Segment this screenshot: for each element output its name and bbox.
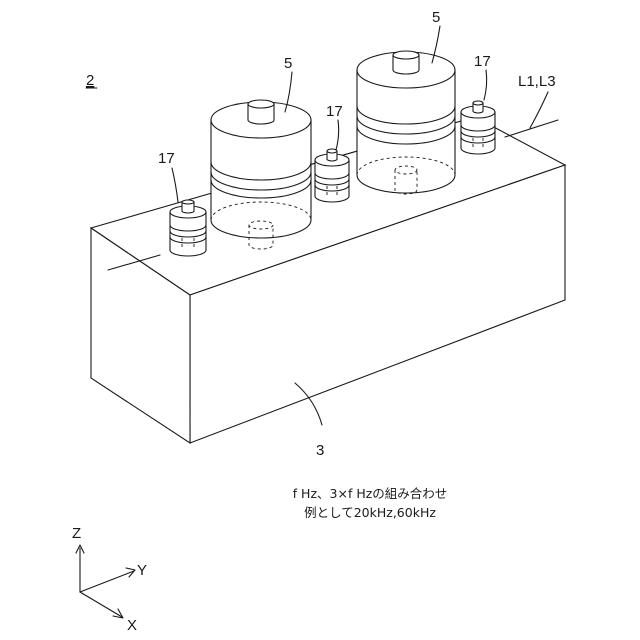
small-cylinder-knob-top [473,101,483,105]
label-l1-l3: L1,L3 [518,73,556,90]
label-17-left: 17 [158,150,175,167]
small-cylinder-body [170,212,206,256]
line-l1-l3-leader [530,92,548,128]
x-axis-label: X [127,617,137,634]
y-axis-label: Y [137,562,147,579]
large-cylinder-knob-top [248,100,274,108]
z-axis-label: Z [72,525,81,542]
caption-line-2: 例として20kHz,60kHz [304,505,436,520]
label-17-middle: 17 [326,103,343,120]
leader-17-left [172,168,178,202]
small-component-left [170,200,206,256]
large-cylinder-knob-top [393,51,419,59]
small-cylinder-knob-top [327,149,337,153]
large-component-left [211,100,311,249]
large-component-right [357,51,455,194]
small-component-right [461,101,495,154]
caption-line-1: f Hz、3×f Hzの組み合わせ [293,486,448,501]
x-axis-line [80,592,122,617]
axis-indicator: Z Y X [72,525,147,634]
line-l1-l3-right [505,120,558,137]
leader-17-middle [336,120,339,150]
small-cylinder-knob-top [182,200,194,204]
y-axis-line [80,571,134,592]
figure-number: 2 [86,72,94,89]
small-component-middle [315,149,349,202]
label-5-left: 5 [284,55,292,72]
label-3: 3 [316,442,324,459]
label-17-right: 17 [474,53,491,70]
leader-17-right [484,70,487,100]
label-5-right: 5 [432,9,440,26]
